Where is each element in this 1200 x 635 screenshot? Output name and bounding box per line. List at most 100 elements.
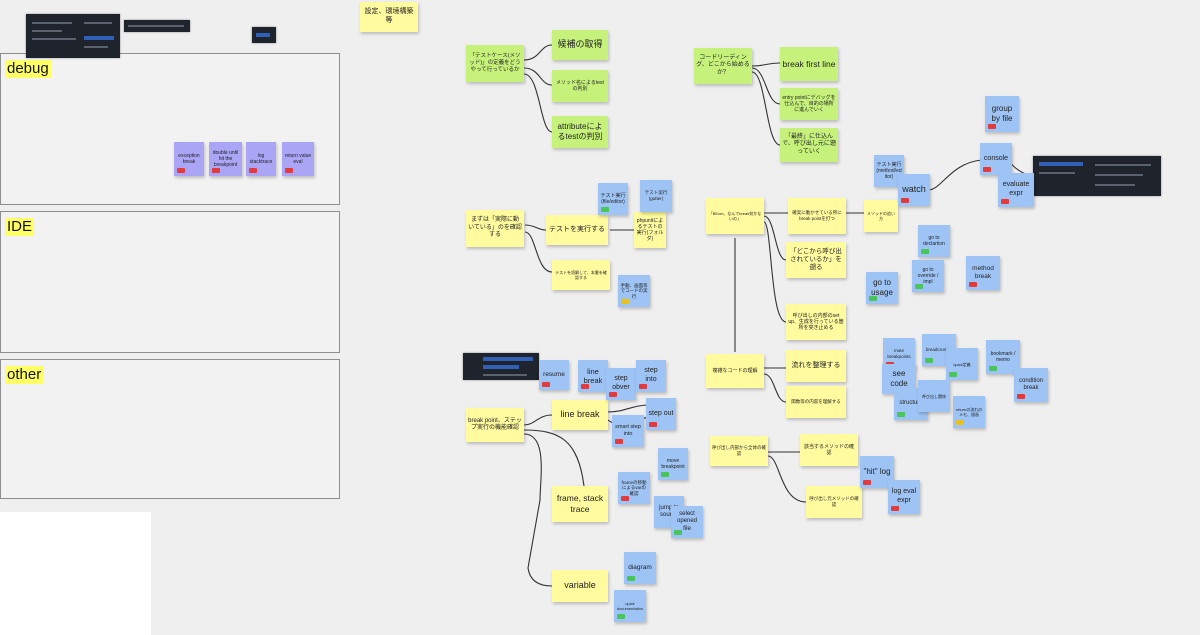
note-final[interactable]: 「最終」に仕込んで、呼び出し元に遡っていく (780, 128, 838, 162)
note-condition-break[interactable]: condition break (1014, 368, 1048, 402)
note-text: quick documentation (616, 601, 644, 611)
note-evaluate-expr[interactable]: evaluate expr (998, 173, 1034, 207)
note-text: line break (583, 366, 603, 385)
tag-red (988, 124, 996, 129)
note-text: move breakpoint (661, 457, 685, 470)
frame-other[interactable]: other (0, 359, 340, 499)
note-test-exec-file[interactable]: テスト実行(file/editor) (598, 183, 628, 215)
note-text: go to override / impl (917, 266, 939, 286)
small-screenshot-thumbnail[interactable] (252, 27, 276, 43)
note-step-into[interactable]: step into (636, 360, 666, 392)
note-settings[interactable]: 設定、環境構築等 (360, 2, 418, 32)
tag-red (249, 168, 257, 173)
note-line-break[interactable]: line break (552, 400, 608, 430)
note-text: テストを読解して、本番を確認する (555, 270, 607, 280)
note-step-out[interactable]: step out (646, 398, 676, 430)
note-text: 呼び出しの内部のset up、生成を行っている箇所を突き止める (788, 312, 844, 332)
note-hierarchy[interactable]: 呼び出し関係 (918, 380, 950, 412)
note-go-to-override[interactable]: go to override / impl (912, 260, 944, 292)
note-phpunit[interactable]: phpunitによるテストの実行(フォルダ) (634, 212, 666, 248)
note-where-start[interactable]: 「BEcm、なんでbreak効かないの」 (706, 198, 764, 234)
note-text: 「どこから呼び出されているか」を遡る (790, 247, 842, 272)
note-method-break[interactable]: method break (966, 256, 1000, 290)
tag-green (627, 576, 635, 581)
note-group-by-file[interactable]: group by file (985, 96, 1019, 132)
tag-red (542, 382, 550, 387)
note-log-stacktrace[interactable]: log stacktrace (246, 142, 276, 176)
note-complex-code[interactable]: 複雑なコードの理解 (706, 354, 764, 388)
connector (763, 373, 787, 403)
note-test-read[interactable]: テストを読解して、本番を確認する (552, 260, 610, 290)
note-console[interactable]: console (980, 143, 1012, 175)
note-test-exec-gutter[interactable]: テスト実行(gutter) (640, 180, 672, 212)
note-external[interactable]: 呼び出し元メソッドの確認 (806, 486, 862, 518)
note-b-line-break[interactable]: line break (578, 360, 608, 392)
tag-red (212, 168, 220, 173)
console-screenshot-thumbnail[interactable] (1033, 156, 1161, 196)
tag-green (869, 296, 877, 301)
note-text: テスト実行(method/editor) (876, 161, 902, 181)
note-text: テスト実行(file/editor) (600, 192, 626, 205)
toolbar-screenshot-thumbnail[interactable] (124, 20, 190, 32)
note-text: "hit" log (863, 467, 891, 476)
note-go-to-declaration[interactable]: go to declartion (918, 225, 950, 257)
note-log-eval-expr[interactable]: log eval expr (888, 480, 920, 514)
ide-screenshot-thumbnail[interactable] (26, 14, 120, 58)
note-where-called[interactable]: 「どこから呼び出されているか」を遡る (786, 242, 846, 278)
note-candidates[interactable]: 候補の取得 (552, 30, 608, 60)
connector (523, 44, 553, 61)
note-resume[interactable]: resume (539, 360, 569, 390)
note-step-method[interactable]: メソッドの追い方 (864, 200, 898, 232)
note-coderead-question[interactable]: コードリーディング、どこから始めるか？ (694, 48, 752, 84)
note-manual-run[interactable]: 手動、画面等でコードの実行 (618, 275, 650, 307)
tag-yellow (621, 299, 629, 304)
frame-ide[interactable]: IDE (0, 211, 340, 353)
note-run-test[interactable]: テストを実行する (546, 215, 608, 245)
note-break-first-line[interactable]: break first line (780, 47, 838, 81)
debugger-screenshot-thumbnail[interactable] (463, 353, 539, 380)
frame-label-ide: IDE (5, 218, 35, 236)
note-relations[interactable]: 関数等の内容を理解する (786, 386, 846, 418)
note-double-breakpoint[interactable]: double until hit the breakpoint (209, 142, 242, 176)
note-select-opened-file[interactable]: select opened file (671, 506, 703, 538)
frame-debug[interactable]: debug (0, 53, 340, 205)
note-return-value-eval[interactable]: return value eval (282, 142, 314, 176)
connector (751, 62, 781, 67)
note-quick-documentation[interactable]: quick documentation (614, 590, 646, 622)
note-text: log stacktrace (249, 152, 273, 165)
note-variable[interactable]: variable (552, 570, 608, 602)
note-move-breakpoint[interactable]: move breakpoint (658, 448, 688, 480)
note-testcase-question[interactable]: 「テストケース(メソッド)」の定義をどうやって行っているか (466, 45, 524, 82)
note-quick-definition[interactable]: quick定義 (946, 348, 978, 380)
note-watch[interactable]: watch (898, 174, 930, 206)
note-text: watch (902, 184, 926, 195)
note-exception-break[interactable]: exception break (174, 142, 204, 176)
note-checker[interactable]: 該当するメソッドの確認 (800, 434, 858, 466)
note-text: 呼び出し内部から全体の確認 (712, 445, 766, 456)
note-frame-stack[interactable]: frame, stack trace (552, 486, 608, 522)
note-method-name[interactable]: メソッド名によるtestの判別 (552, 70, 608, 102)
connector (523, 73, 553, 133)
note-break-step[interactable]: break point、ステップ実行の機能確認 (466, 408, 524, 442)
note-smart-step-into[interactable]: smart step into (612, 415, 644, 447)
note-run-first[interactable]: まずは「実際に動いている」のを確認する (466, 210, 524, 247)
tag-green (617, 614, 625, 619)
note-attribute[interactable]: attributeによるtestの判別 (552, 116, 608, 148)
note-entry-point[interactable]: entry pointにデバッグを仕込んで、目的の場所に進んでいく (780, 88, 838, 120)
note-frame-vars[interactable]: frameの移動によるvarの確認 (618, 472, 650, 504)
note-step-over[interactable]: step obver (606, 368, 636, 400)
note-organize-flow[interactable]: 流れを整理する (786, 350, 846, 382)
note-diagram[interactable]: diagram (624, 552, 656, 584)
note-text: frameの移動によるvarの確認 (621, 479, 647, 496)
note-internal-setup[interactable]: 呼び出しの内部のset up、生成を行っている箇所を突き止める (786, 304, 846, 340)
note-callers[interactable]: 確実に動かせている所にbreak pointを打つ (788, 198, 846, 234)
note-text: console (983, 154, 1009, 162)
note-return-flow[interactable]: returnの流れのメモ、描画 (953, 396, 985, 428)
connector (523, 433, 553, 587)
note-text: structure (899, 400, 923, 407)
note-tracing[interactable]: 呼び出し内部から全体の確認 (710, 436, 768, 466)
note-text: go to declartion (923, 234, 945, 247)
connector (763, 221, 787, 323)
note-text: phpunitによるテストの実行(フォルダ) (636, 217, 664, 243)
note-go-to-usage[interactable]: go to usage (866, 272, 898, 304)
